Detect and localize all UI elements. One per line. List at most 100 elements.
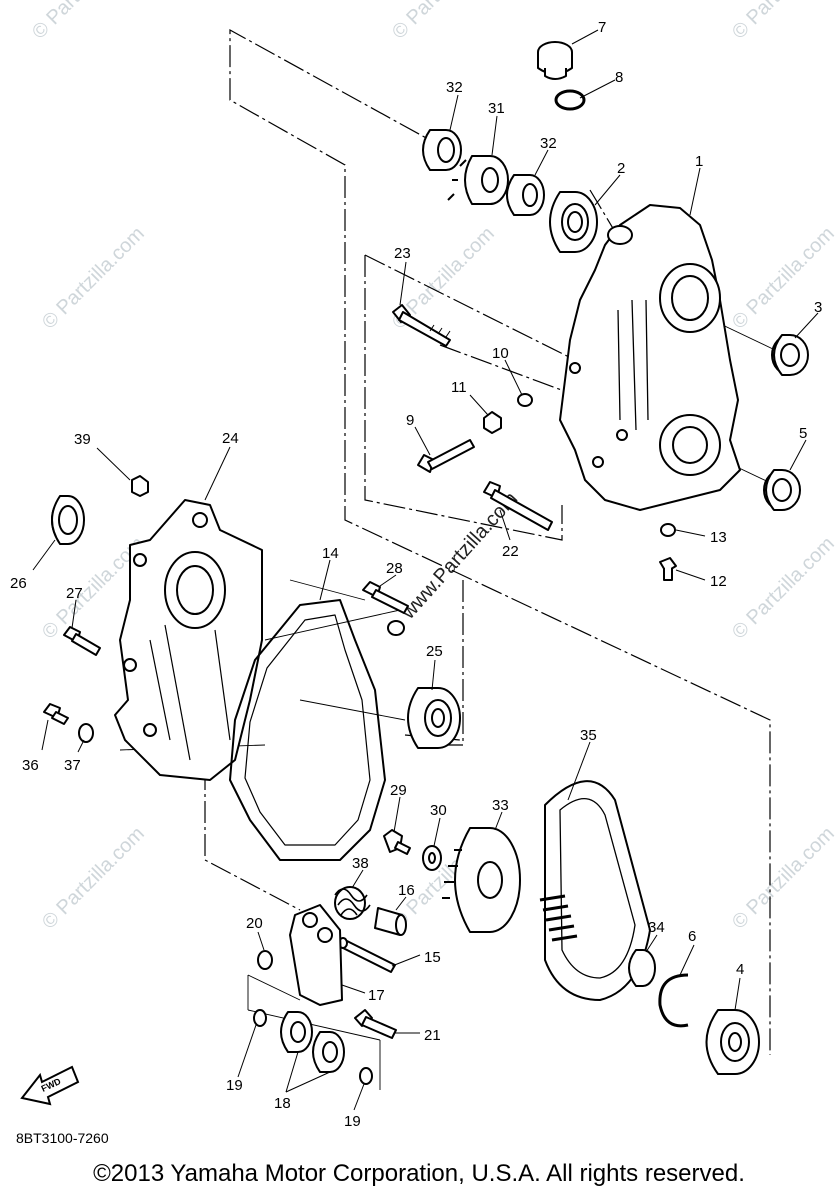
- collar-16: [374, 907, 407, 936]
- callout-1: 1: [695, 153, 703, 170]
- circlip-19-upper: [253, 1009, 267, 1027]
- watermark-text: © Partzilla.com: [38, 223, 149, 334]
- bearing-25: [407, 687, 461, 749]
- callout-21: 21: [424, 1027, 441, 1044]
- nut-11: [483, 411, 502, 434]
- callout-33: 33: [492, 797, 509, 814]
- bearing-18-right: [312, 1031, 345, 1073]
- callout-4: 4: [736, 961, 744, 978]
- callout-31: 31: [488, 100, 505, 117]
- assembly-line-bolt-23: [364, 254, 576, 361]
- callout-34: 34: [648, 919, 665, 936]
- callout-14: 14: [322, 545, 339, 562]
- callout-2: 2: [617, 160, 625, 177]
- callout-22: 22: [502, 543, 519, 560]
- watermark-text: © Partzilla.com: [728, 533, 838, 644]
- callout-6: 6: [688, 928, 696, 945]
- callout-25: 25: [426, 643, 443, 660]
- callout-5: 5: [799, 425, 807, 442]
- callout-17: 17: [368, 987, 385, 1004]
- callout-19: 19: [226, 1077, 243, 1094]
- sprocket-33: [442, 827, 521, 933]
- callout-leaders: [32, 29, 819, 1111]
- collar-34: [628, 949, 656, 987]
- watermark-text: © Partzilla.com: [28, 0, 139, 44]
- callout-11: 11: [451, 379, 467, 396]
- callout-23: 23: [394, 245, 411, 262]
- washer-28: [387, 620, 405, 636]
- bolt-12: [659, 557, 677, 581]
- bolt-29: [383, 829, 411, 855]
- circlip-19-lower: [359, 1067, 373, 1085]
- case-cover-24: [114, 499, 263, 781]
- callout-24: 24: [222, 430, 239, 447]
- diagram-part-code: 8BT3100-7260: [16, 1130, 109, 1146]
- bolt-28: [362, 581, 409, 614]
- callout-29: 29: [390, 782, 407, 799]
- oil-seal-26: [51, 495, 85, 545]
- callout-labels: 7 8 32 31 32 2 1 3 5 23 10 11 9 22 13 12…: [10, 19, 822, 1130]
- watermark-text: © Partzilla.com: [728, 823, 838, 934]
- sprocket-gear-31: [447, 155, 509, 205]
- callout-16: 16: [398, 882, 415, 899]
- bolt-23: [392, 304, 451, 347]
- callout-15: 15: [424, 949, 441, 966]
- watermark-text: © Partzilla.com: [388, 0, 499, 44]
- callout-20: 20: [246, 915, 263, 932]
- washer-37: [78, 723, 94, 743]
- callout-8: 8: [615, 69, 623, 86]
- callout-3: 3: [814, 299, 822, 316]
- tensioner-arm-17: [289, 904, 343, 1006]
- oil-seal-5: [763, 469, 801, 511]
- watermark-text: © Partzilla.com: [38, 823, 149, 934]
- callout-35: 35: [580, 727, 597, 744]
- callout-13: 13: [710, 529, 727, 546]
- callout-26: 26: [10, 575, 27, 592]
- bolt-36: [43, 703, 69, 725]
- assembly-line-washer: [439, 344, 576, 396]
- callout-19: 19: [344, 1113, 361, 1130]
- bolt-9: [417, 439, 475, 473]
- pin-15: [338, 937, 396, 973]
- callout-32: 32: [446, 79, 463, 96]
- assembly-line-bolts: [364, 255, 563, 541]
- fwd-arrow-icon: FWD: [20, 1065, 80, 1106]
- watermark-text: © Partzilla.com: [728, 0, 838, 44]
- callout-12: 12: [710, 573, 727, 590]
- watermark-text: © Partzilla.com: [728, 223, 838, 334]
- transmission-case-1: [559, 204, 741, 511]
- callout-9: 9: [406, 412, 414, 429]
- callout-7: 7: [598, 19, 606, 36]
- bearing-2: [549, 191, 598, 253]
- oil-seal-3: [771, 334, 809, 376]
- bolt-27: [63, 626, 101, 656]
- oil-filler-plug-7: [537, 41, 573, 80]
- washer-10: [517, 393, 533, 407]
- washer-30: [422, 845, 442, 871]
- bolt-22: [483, 481, 553, 531]
- copyright-notice: ©2013 Yamaha Motor Corporation, U.S.A. A…: [93, 1160, 745, 1187]
- assembly-line-upper: [229, 28, 771, 1055]
- callout-39: 39: [74, 431, 91, 448]
- bearing-32-upper: [422, 129, 462, 171]
- callout-28: 28: [386, 560, 403, 577]
- bearing-4: [705, 1009, 760, 1075]
- circlip-20: [257, 950, 273, 970]
- circlip-6: [658, 973, 689, 1028]
- gasket-14: [229, 599, 386, 861]
- bolt-21: [354, 1009, 397, 1039]
- o-ring-8: [554, 89, 586, 111]
- spring-38: [334, 886, 371, 920]
- callout-18: 18: [274, 1095, 291, 1112]
- callout-27: 27: [66, 585, 83, 602]
- bearing-32-second: [506, 174, 545, 216]
- nut-13: [660, 523, 676, 537]
- callout-30: 30: [430, 802, 447, 819]
- callout-10: 10: [492, 345, 509, 362]
- callout-38: 38: [352, 855, 369, 872]
- callout-32: 32: [540, 135, 557, 152]
- bearing-18-left: [280, 1011, 313, 1053]
- plug-39: [131, 475, 149, 497]
- callout-37: 37: [64, 757, 81, 774]
